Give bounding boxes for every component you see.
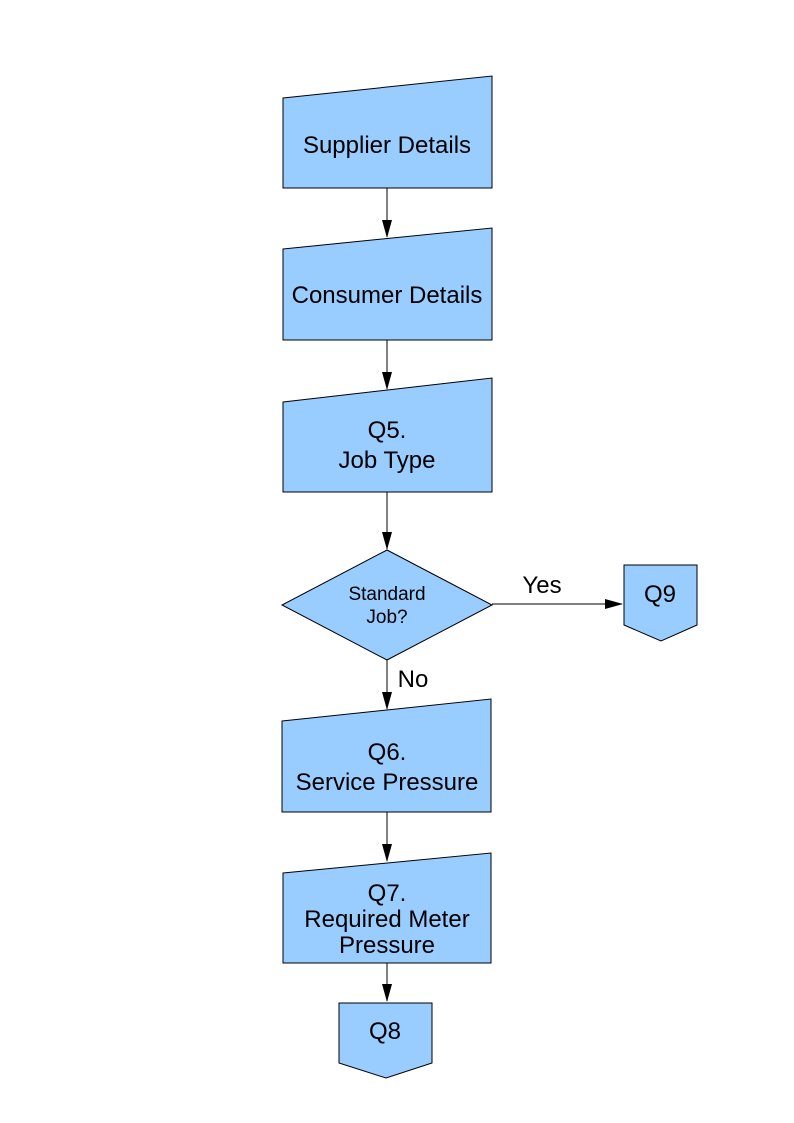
q5-label-line1: Q5. xyxy=(368,417,407,444)
q6-label-line2: Service Pressure xyxy=(296,769,479,796)
q7-label-line1: Q7. xyxy=(368,880,407,907)
q8-connector-node xyxy=(338,1002,433,1079)
q6-label-line1: Q6. xyxy=(368,739,407,766)
decision-label-line1: Standard xyxy=(348,584,425,605)
consumer-details-node xyxy=(282,227,493,341)
q7-label-line2: Required Meter xyxy=(304,906,469,933)
no-edge-label: No xyxy=(398,666,429,693)
q5-label-line2: Job Type xyxy=(339,447,436,474)
supplier-details-node xyxy=(282,75,493,189)
q6-service-pressure-node xyxy=(281,698,492,813)
q7-required-meter-pressure-node xyxy=(282,852,492,964)
q9-label: Q9 xyxy=(644,581,676,608)
q9-connector-node xyxy=(623,564,698,642)
q8-label: Q8 xyxy=(369,1018,401,1045)
consumer-details-label: Consumer Details xyxy=(292,282,483,309)
decision-label-line2: Job? xyxy=(366,607,407,628)
standard-job-decision-node xyxy=(280,549,494,661)
supplier-details-label: Supplier Details xyxy=(303,132,471,159)
q5-job-type-node xyxy=(282,377,493,493)
yes-edge-label: Yes xyxy=(522,572,561,599)
q7-label-line3: Pressure xyxy=(339,932,435,959)
